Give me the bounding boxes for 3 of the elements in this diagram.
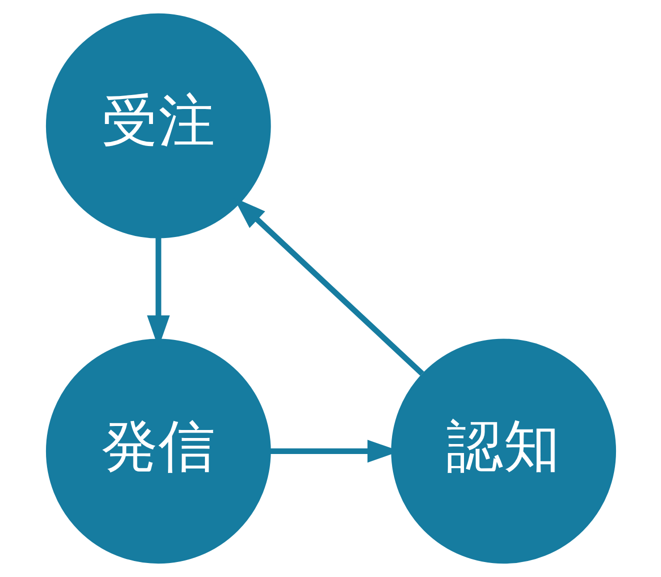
node-circle: 受注 bbox=[45, 13, 270, 238]
node-circle: 発信 bbox=[45, 338, 270, 564]
node-circle: 認知 bbox=[390, 338, 616, 564]
